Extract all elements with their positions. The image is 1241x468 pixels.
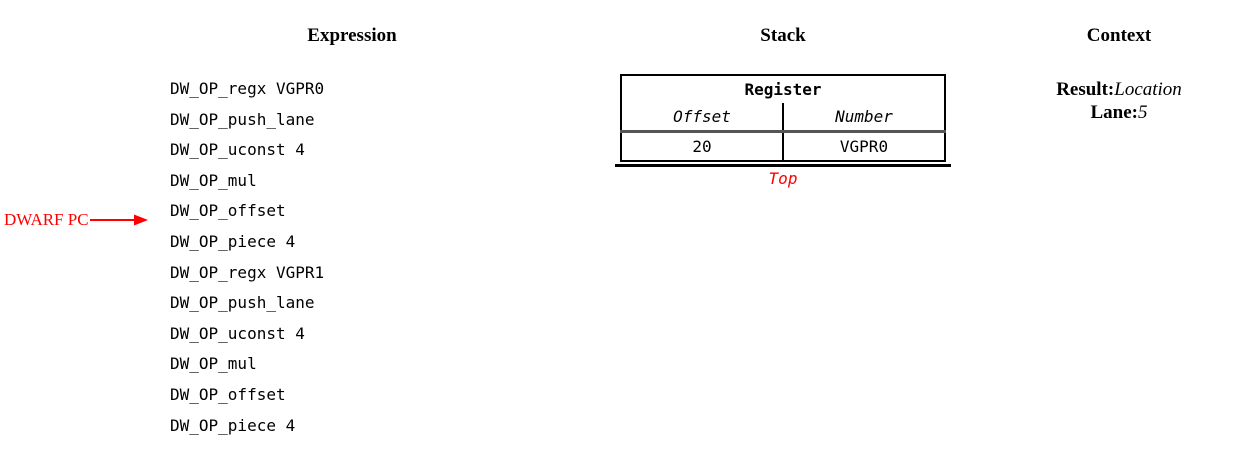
context-key-lane: Lane: [1090,102,1139,123]
stack-column-header-number: Number [835,107,893,126]
context-value-result: Location [1114,79,1182,100]
context-entry-result: Result:Location [1019,78,1219,101]
expression-op-line: DW_OP_piece 4 [170,231,296,251]
arrow-right-icon [89,214,148,225]
expression-op-line: DW_OP_push_lane [170,293,315,313]
expression-op-line: DW_OP_uconst 4 [170,323,305,343]
stack-cell-number: VGPR0 [783,130,945,161]
stack-visualization: Register Offset Number 20 VGPR0 Top [615,74,951,188]
stack-base-rule [615,164,951,167]
expression-op-line: DW_OP_offset [170,201,286,221]
context-value-lane: 5 [1138,102,1148,123]
dwarf-pc-label: DWARF PC [4,210,89,229]
table-row-column-headers: Offset Number [621,103,945,132]
dwarf-pc-marker: DWARF PC [4,211,150,228]
context-key-result: Result: [1056,79,1115,100]
stack-entry-title: Register [744,80,822,99]
expression-op-line: DW_OP_piece 4 [170,415,296,435]
table-row: 20 VGPR0 [621,130,945,161]
stack-cell-offset: 20 [621,130,784,161]
context-block: Result:Location Lane:5 [1019,78,1219,124]
stack-entry-table: Register Offset Number 20 VGPR0 [620,74,946,162]
expression-op-list: DW_OP_regx VGPR0 DW_OP_push_lane DW_OP_u… [170,74,590,441]
expression-op-line: DW_OP_uconst 4 [170,140,305,160]
expression-op-line: DW_OP_offset [170,384,286,404]
column-heading-stack: Stack [760,25,806,46]
expression-op-line: DW_OP_mul [170,354,257,374]
expression-op-line: DW_OP_regx VGPR1 [170,262,325,282]
expression-op-line: DW_OP_regx VGPR0 [170,79,325,98]
expression-op-line: DW_OP_push_lane [170,109,315,129]
expression-op-line: DW_OP_mul [170,170,257,190]
stack-top-label: Top [768,169,798,188]
context-entry-lane: Lane:5 [1019,101,1219,124]
column-heading-context: Context [1086,25,1152,46]
column-heading-expression: Expression [307,25,397,46]
table-row-entry-title: Register [621,75,945,103]
stack-column-header-offset: Offset [621,103,784,132]
